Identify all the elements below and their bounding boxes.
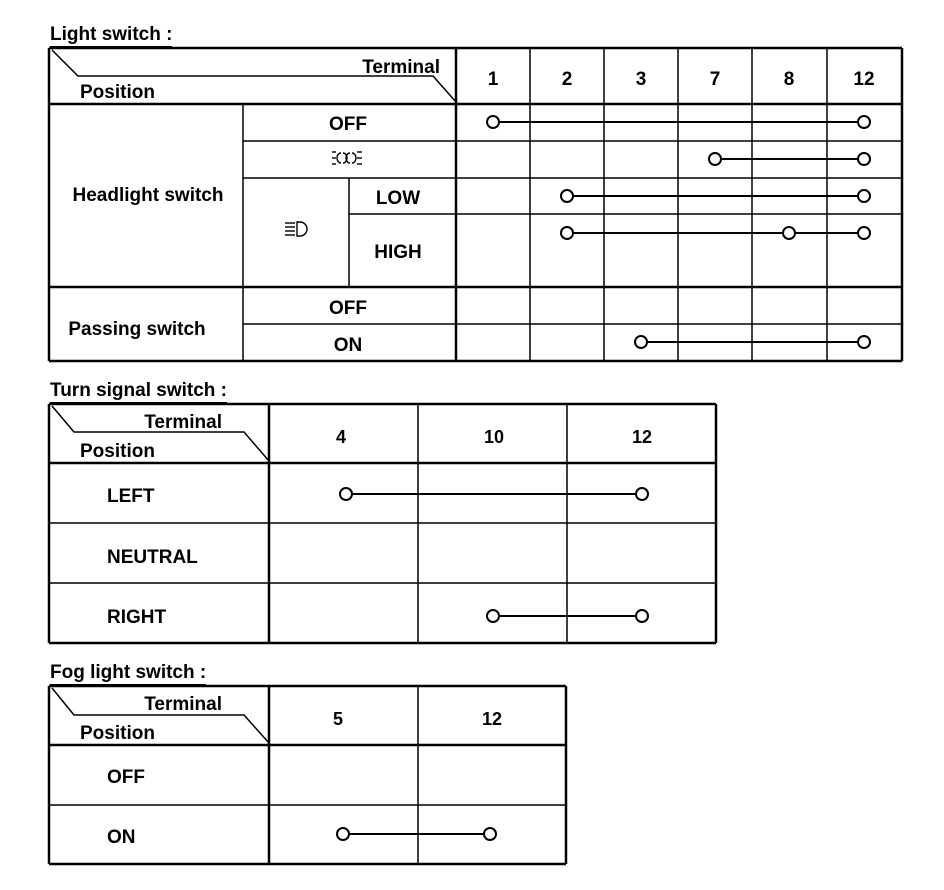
fog-terminal-12-label: 12 [482,709,502,729]
headlight-off-label: OFF [329,114,367,135]
turn-terminal-header-label: Terminal [144,412,222,433]
light-parking-terminal-12-dot [857,152,871,166]
turn-terminal-10-label: 10 [484,427,504,447]
turn-signal-table [47,402,718,645]
terminal-12-label: 12 [853,69,874,90]
turn-left-terminal-4-dot [339,487,353,501]
fog-on-terminal-5-dot [336,827,350,841]
turn-left-terminal-12-dot [635,487,649,501]
light-off-terminal-1-dot [486,115,500,129]
turn-position-header-label: Position [80,441,155,462]
headlight-high-label: HIGH [374,242,422,263]
fog-on-terminal-12-dot [483,827,497,841]
fog-light-table [47,684,568,866]
fog-on-label: ON [107,827,136,848]
turn-terminal-4-label: 4 [336,427,346,447]
light-off-terminal-12-dot [857,115,871,129]
light-high-terminal-8-dot [782,226,796,240]
terminal-7-label: 7 [710,69,721,90]
fog-terminal-header-label: Terminal [144,694,222,715]
parking-light-icon [332,151,362,165]
terminal-3-label: 3 [636,69,647,90]
fog-off-label: OFF [107,767,145,788]
turn-signal-connections [339,487,649,623]
turn-right-terminal-12-dot [635,609,649,623]
light-passing_on-terminal-3-dot [634,335,648,349]
light-low-terminal-2-dot [560,189,574,203]
terminal-2-label: 2 [562,69,573,90]
passing-on-label: ON [334,335,363,356]
turn-neutral-label: NEUTRAL [107,547,198,568]
light-low-terminal-12-dot [857,189,871,203]
turn-right-terminal-10-dot [486,609,500,623]
turn-right-label: RIGHT [107,607,167,628]
terminal-header-label: Terminal [362,57,440,78]
headlight-switch-label: Headlight switch [73,185,224,206]
light-high-terminal-2-dot [560,226,574,240]
light-passing_on-terminal-12-dot [857,335,871,349]
passing-switch-label: Passing switch [68,319,205,340]
light-switch-table [47,46,904,363]
fog-terminal-5-label: 5 [333,709,343,729]
headlight-beam-icon [285,221,308,237]
position-header-label: Position [80,82,155,103]
terminal-8-label: 8 [784,69,795,90]
fog-light-connections [336,827,497,841]
passing-off-label: OFF [329,298,367,319]
fog-position-header-label: Position [80,723,155,744]
light-parking-terminal-7-dot [708,152,722,166]
light-high-terminal-12-dot [857,226,871,240]
turn-terminal-12-label: 12 [632,427,652,447]
light-switch-connections [486,115,871,349]
headlight-low-label: LOW [376,188,420,209]
turn-left-label: LEFT [107,486,155,507]
terminal-1-label: 1 [488,69,499,90]
